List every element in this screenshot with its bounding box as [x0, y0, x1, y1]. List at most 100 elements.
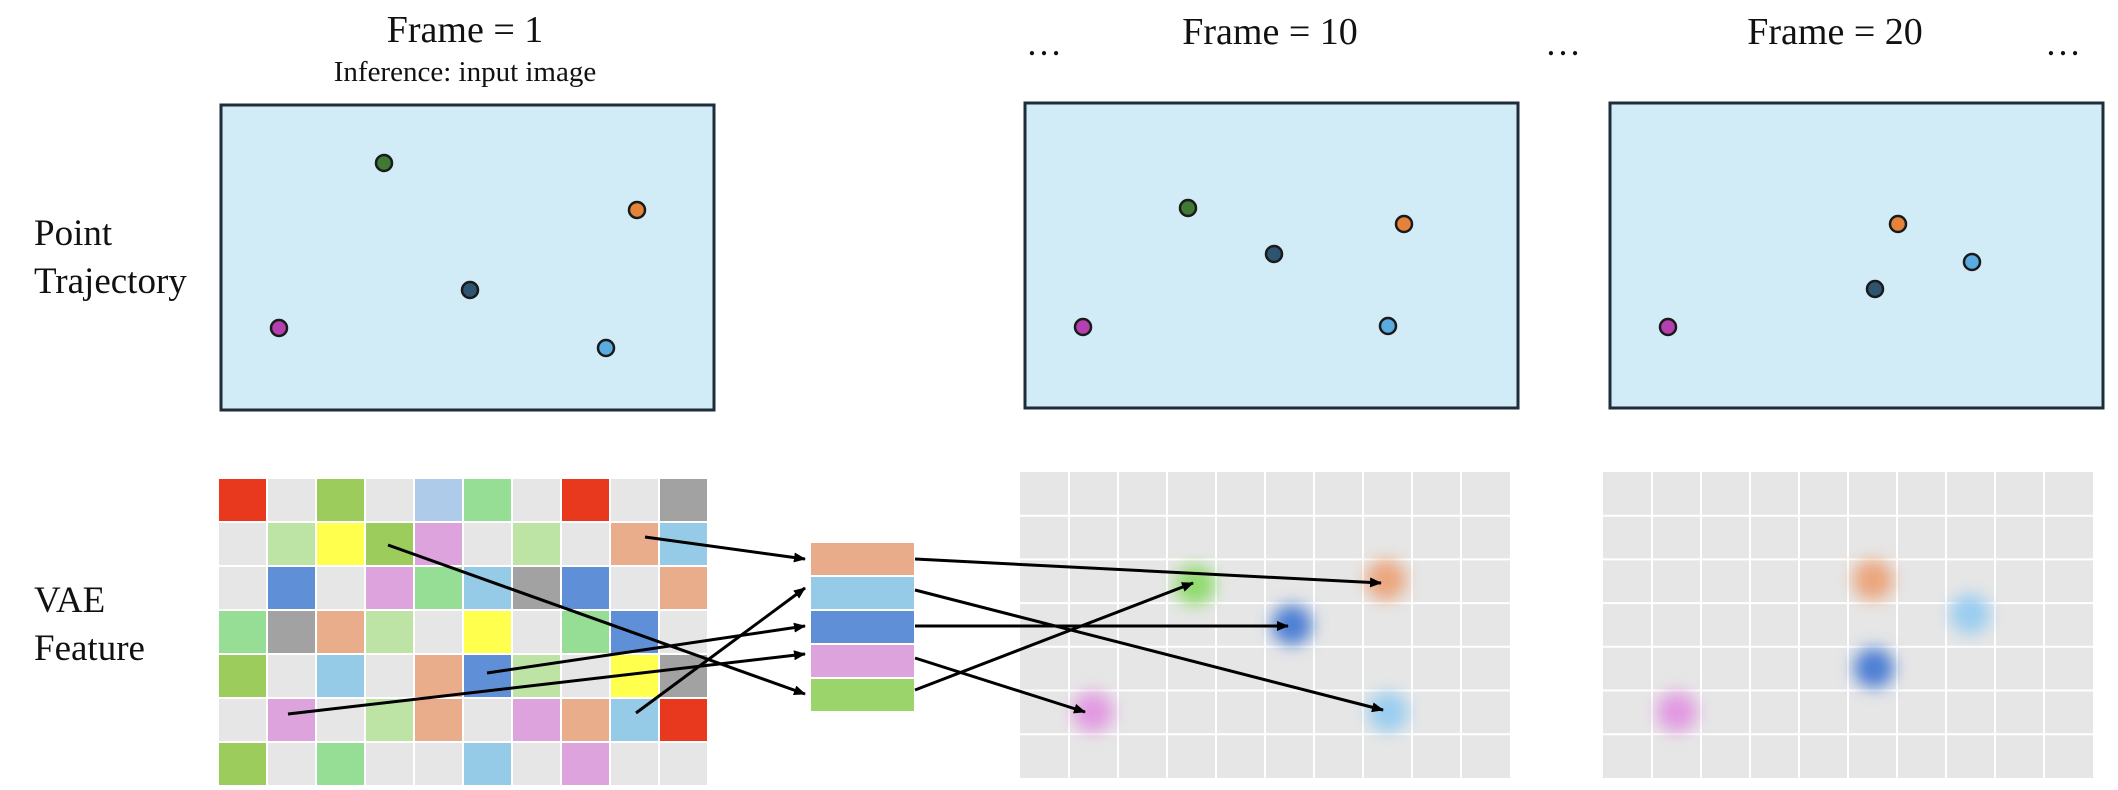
feature-cell: [217, 697, 268, 743]
feature-cell: [413, 697, 464, 743]
feature-cell: [266, 477, 317, 523]
feature-cell: [609, 565, 660, 611]
point-navy-frame-2: [1264, 244, 1284, 264]
feature-cell: [462, 521, 513, 567]
point-magenta-frame-3: [1658, 317, 1678, 337]
feature-cell: [217, 565, 268, 611]
frame-20-title: Frame = 20: [1747, 11, 1923, 53]
feature-cell: [511, 521, 562, 567]
feature-token-orange: [809, 541, 916, 577]
trajectory-panel-1: [219, 103, 716, 412]
point-lightblue-frame-2: [1378, 316, 1398, 336]
arrow-magenta-to-frame10: [914, 656, 1086, 714]
feature-cell: [266, 653, 317, 699]
feature-cell: [315, 741, 366, 787]
point-orange-frame-2: [1394, 214, 1414, 234]
feature-cell: [413, 565, 464, 611]
feature-cell: [364, 653, 415, 699]
feature-cell: [266, 609, 317, 655]
feature-cell: [364, 565, 415, 611]
feature-cell: [413, 477, 464, 523]
frame-1-subtitle: Inference: input image: [333, 56, 597, 88]
feature-cell: [609, 741, 660, 787]
feature-token-lightblue: [809, 575, 916, 611]
feature-blob-orange-frame-10: [1366, 560, 1406, 600]
feature-cell: [658, 741, 709, 787]
feature-cell: [658, 653, 709, 699]
point-navy-frame-3: [1865, 279, 1885, 299]
feature-cell: [266, 741, 317, 787]
arrow-orange-to-frame10: [914, 557, 1382, 588]
feature-cell: [511, 609, 562, 655]
feature-cell: [462, 609, 513, 655]
point-lightblue-frame-1: [596, 338, 616, 358]
arrow-orange-sample: [644, 535, 806, 563]
feature-cell: [560, 521, 611, 567]
arrow-green-to-frame10: [914, 581, 1194, 692]
feature-cell: [658, 565, 709, 611]
feature-cell: [609, 697, 660, 743]
row-label-trajectory: Point Trajectory: [34, 210, 187, 306]
feature-cell: [364, 741, 415, 787]
row-label-feature-line1: VAE: [34, 580, 106, 621]
feature-blob-navy-frame-20: [1854, 648, 1894, 688]
feature-cell: [413, 653, 464, 699]
feature-token-magenta: [809, 643, 916, 679]
feature-cell: [364, 609, 415, 655]
feature-cell: [266, 565, 317, 611]
feature-cell: [413, 741, 464, 787]
feature-blob-magenta-frame-20: [1657, 692, 1697, 732]
feature-cell: [217, 521, 268, 567]
feature-cell: [413, 521, 464, 567]
point-navy-frame-1: [460, 280, 480, 300]
feature-cell: [560, 565, 611, 611]
row-label-trajectory-line2: Trajectory: [34, 261, 187, 302]
feature-cell: [462, 697, 513, 743]
point-lightblue-frame-3: [1962, 252, 1982, 272]
feature-cell: [315, 609, 366, 655]
arrow-lightblue-sample: [635, 586, 806, 715]
row-label-feature: VAE Feature: [34, 577, 145, 673]
feature-cell: [658, 697, 709, 743]
feature-cell: [560, 477, 611, 523]
feature-token-green: [809, 677, 916, 713]
frame-10-title: Frame = 10: [1182, 11, 1358, 53]
feature-cell: [462, 477, 513, 523]
arrow-green-sample: [387, 543, 806, 696]
feature-blob-lightblue-frame-20: [1950, 594, 1990, 634]
feature-cell: [511, 741, 562, 787]
point-magenta-frame-2: [1073, 317, 1093, 337]
feature-cell: [511, 653, 562, 699]
ellipsis-2: …: [1545, 23, 1581, 63]
point-green-frame-2: [1178, 198, 1198, 218]
ellipsis-3: …: [2045, 23, 2081, 63]
frame-1-title: Frame = 1: [386, 9, 544, 51]
point-orange-frame-3: [1888, 214, 1908, 234]
feature-cell: [560, 741, 611, 787]
feature-cell: [217, 477, 268, 523]
feature-cell: [315, 565, 366, 611]
trajectory-panel-3: [1608, 101, 2105, 410]
arrow-magenta-sample: [287, 650, 806, 716]
feature-cell: [413, 609, 464, 655]
feature-cell: [609, 521, 660, 567]
feature-cell: [217, 653, 268, 699]
feature-blob-navy-frame-10: [1272, 605, 1312, 645]
point-magenta-frame-1: [269, 318, 289, 338]
feature-cell: [462, 741, 513, 787]
ellipsis-1: …: [1026, 23, 1062, 63]
feature-blob-orange-frame-20: [1853, 560, 1893, 600]
feature-cell: [658, 477, 709, 523]
row-label-feature-line2: Feature: [34, 628, 145, 669]
feature-blob-green-frame-10: [1175, 565, 1215, 605]
feature-cell: [315, 521, 366, 567]
feature-cell: [266, 697, 317, 743]
row-label-trajectory-line1: Point: [34, 213, 113, 254]
feature-cell: [560, 697, 611, 743]
feature-cell: [511, 697, 562, 743]
feature-cell: [511, 477, 562, 523]
feature-cell: [266, 521, 317, 567]
feature-blob-lightblue-frame-10: [1368, 692, 1408, 732]
